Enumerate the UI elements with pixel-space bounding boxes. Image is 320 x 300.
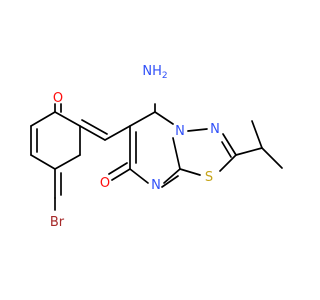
bond	[111, 168, 131, 181]
atom-label-bromine: Br	[50, 215, 65, 230]
bond	[221, 141, 232, 158]
bond	[251, 120, 263, 149]
bond	[79, 125, 106, 141]
bond	[30, 111, 56, 127]
atom-label-amine: NH2	[142, 64, 167, 81]
atom-label-nitrogen: N	[151, 178, 161, 193]
atom-label-sulfur: S	[205, 170, 213, 185]
atom-label-nitrogen: N	[210, 122, 220, 137]
atom-label-oxygen: O	[100, 176, 110, 191]
atom-label-oxygen: O	[53, 91, 63, 106]
bond-lines	[30, 103, 283, 211]
bond	[104, 125, 131, 141]
bond	[30, 154, 56, 170]
bond	[161, 175, 179, 188]
atom-label-nitrogen: N	[175, 124, 185, 139]
bond	[54, 111, 81, 127]
bond	[179, 168, 201, 176]
bond	[108, 162, 128, 175]
amine-subscript: 2	[162, 71, 168, 81]
bond	[235, 147, 263, 156]
bond	[187, 128, 208, 132]
bond	[129, 168, 149, 184]
bond	[222, 133, 237, 156]
bond	[81, 119, 108, 135]
molecule-diagram: O NH2 N N N S O Br	[30, 64, 283, 230]
bond	[54, 154, 81, 170]
amine-text: NH	[142, 64, 162, 79]
bond	[154, 111, 174, 125]
bond	[163, 168, 181, 184]
bond	[129, 111, 156, 127]
bond	[261, 147, 283, 169]
atom-labels: O NH2 N N N S O Br	[50, 64, 220, 230]
bond	[172, 137, 181, 170]
bond	[219, 154, 237, 172]
